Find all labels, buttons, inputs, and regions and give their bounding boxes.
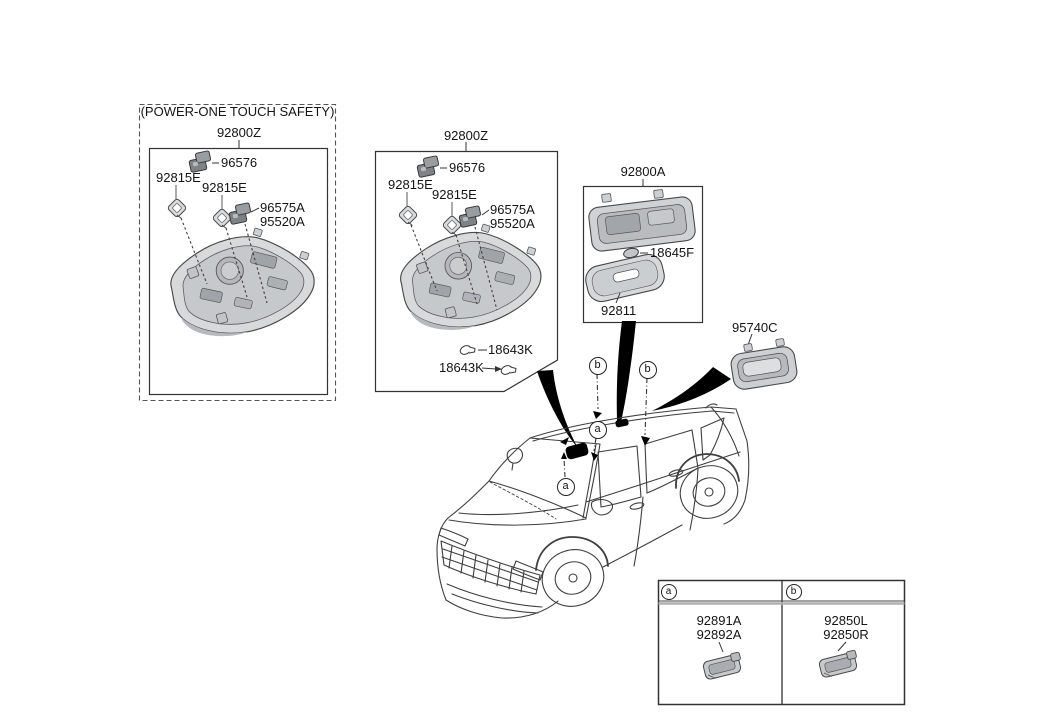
- roof-location-marks: [560, 411, 650, 461]
- legend-lamp-b-illustration: [817, 649, 859, 679]
- legend-part-a-label: 92891A 92892A: [679, 614, 759, 641]
- power-one-touch-note: (POWER-ONE TOUCH SAFETY): [140, 104, 335, 119]
- callout-a-1-letter: a: [594, 423, 601, 435]
- vanity-lamp-label: 95740C: [732, 320, 778, 335]
- middle-switch-line1: 96575A: [490, 202, 535, 217]
- left-panel-box: [138, 103, 337, 402]
- middle-switch-line2: 95520A: [490, 215, 535, 231]
- callout-b-2: b: [638, 360, 657, 379]
- room-lamp-lens-label: 92811: [601, 303, 637, 318]
- legend-part-b-line2: 92850R: [823, 626, 869, 642]
- legend-part-b-label: 92850L 92850R: [806, 614, 886, 641]
- legend-table: [657, 579, 906, 706]
- roof-arrowhead: [561, 452, 567, 459]
- left-switch-line2: 95520A: [260, 213, 305, 229]
- left-switch-line1: 96575A: [260, 200, 305, 215]
- middle-clip-left-label: 92815E: [388, 177, 433, 192]
- left-clip-left-label: 92815E: [156, 170, 201, 185]
- callout-b-1-letter: b: [594, 359, 601, 371]
- vanity-lamp-illustration: [730, 333, 798, 390]
- callout-a-2: a: [556, 477, 575, 496]
- left-console-illustration: [166, 150, 315, 337]
- legend-callout-a: a: [660, 583, 677, 600]
- callout-b-1: b: [588, 356, 607, 375]
- legend-lamp-a-illustration: [701, 651, 743, 681]
- left-clip-center-label: 92815E: [202, 180, 247, 195]
- left-connector-label: 96576: [221, 155, 258, 170]
- legend-part-a-line2: 92892A: [696, 626, 742, 642]
- legend-part-a-line1: 92891A: [696, 613, 742, 628]
- callout-a-1: a: [588, 420, 607, 439]
- middle-clip-center-label: 92815E: [432, 187, 477, 202]
- middle-bulb-upper-label: 18643K: [488, 342, 533, 357]
- legend-part-b-line1: 92850L: [824, 613, 868, 628]
- middle-connector-label: 96576: [449, 160, 486, 175]
- left-assembly-label: 92800Z: [216, 125, 262, 140]
- callout-leader-lines: [563, 373, 648, 478]
- room-lamp-assembly-label: 92800A: [620, 164, 666, 179]
- swoosh-console: [537, 370, 578, 448]
- callout-b-2-letter: b: [644, 363, 651, 375]
- room-lamp-panel-box: [582, 179, 704, 324]
- legend-callout-b-letter: b: [790, 586, 797, 597]
- middle-console-illustration: [397, 155, 542, 377]
- room-lamp-bulb-label: 18645F: [650, 245, 695, 260]
- middle-switch-label: 96575A 95520A: [490, 203, 535, 230]
- middle-bulb-lower-label: 18643K: [439, 360, 484, 375]
- swoosh-vanity-lamp: [652, 367, 731, 411]
- middle-panel-box: [374, 142, 559, 393]
- swoosh-room-lamp: [616, 321, 636, 424]
- legend-callout-a-letter: a: [665, 586, 672, 597]
- room-lamp-illustration: [585, 189, 696, 304]
- legend-callout-b: b: [785, 583, 802, 600]
- left-switch-label: 96575A 95520A: [260, 201, 305, 228]
- middle-assembly-label: 92800Z: [443, 128, 489, 143]
- callout-a-2-letter: a: [562, 480, 569, 492]
